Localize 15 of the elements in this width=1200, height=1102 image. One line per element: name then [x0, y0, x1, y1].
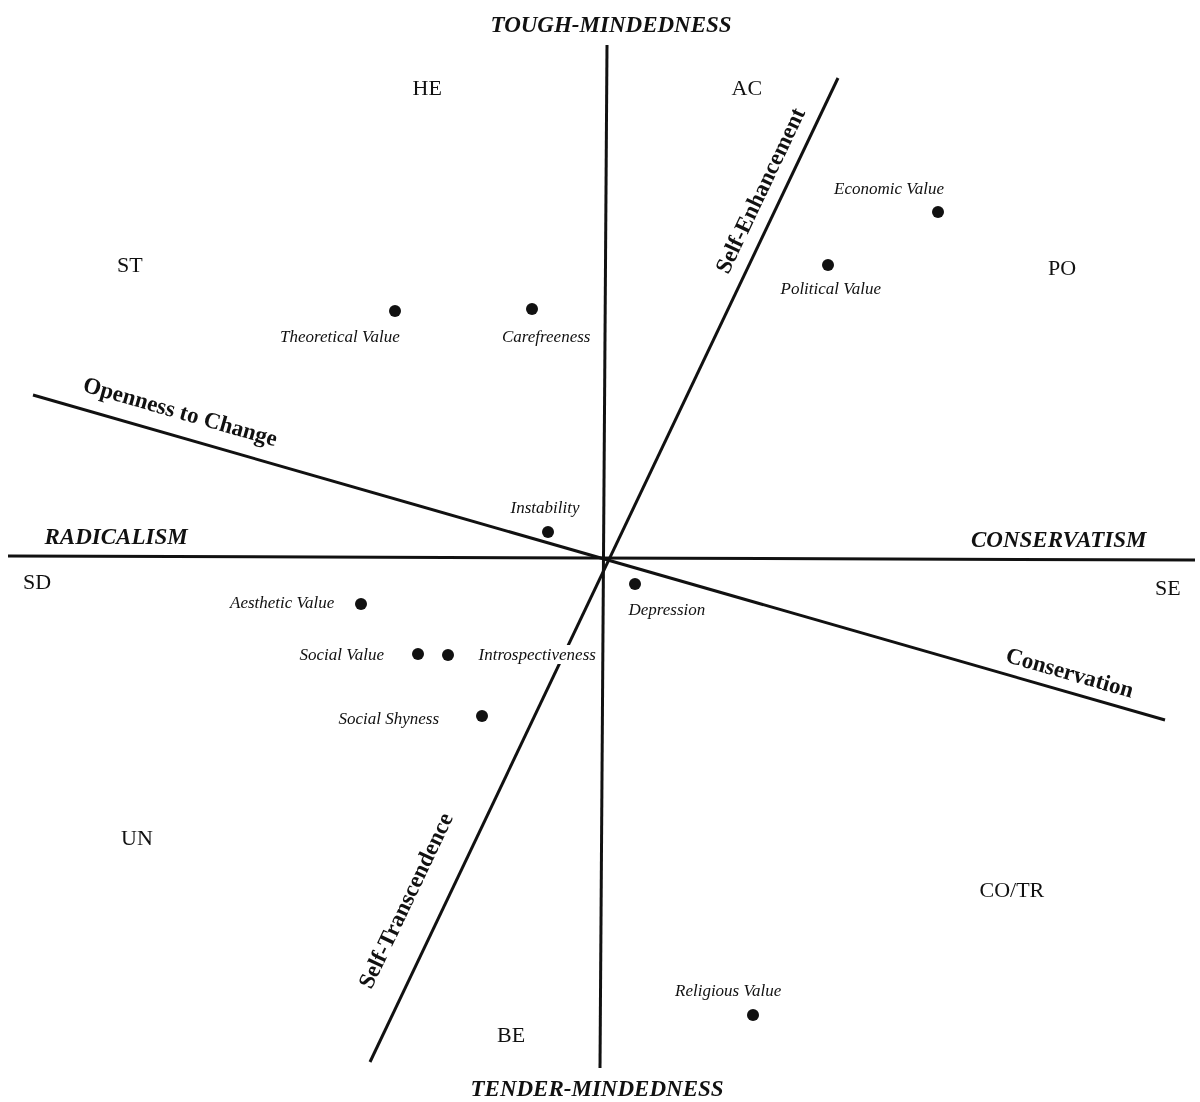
category-code: AC [731, 77, 763, 99]
axis-title: CONSERVATISM [971, 527, 1147, 551]
category-code: ST [117, 254, 143, 276]
axis-title: TOUGH-MINDEDNESS [490, 12, 732, 36]
category-code: UN [121, 827, 153, 849]
point-label: Introspectiveness [476, 644, 598, 664]
axis-title: RADICALISM [44, 524, 188, 548]
category-code: PO [1048, 257, 1077, 279]
axis-title: TENDER-MINDEDNESS [470, 1076, 724, 1100]
category-code: SE [1155, 577, 1181, 599]
category-code: BE [497, 1024, 526, 1046]
category-code: SD [23, 571, 52, 593]
axis-label: Openness to Change [80, 372, 280, 450]
category-code: HE [412, 77, 442, 99]
category-code: CO/TR [979, 879, 1045, 901]
